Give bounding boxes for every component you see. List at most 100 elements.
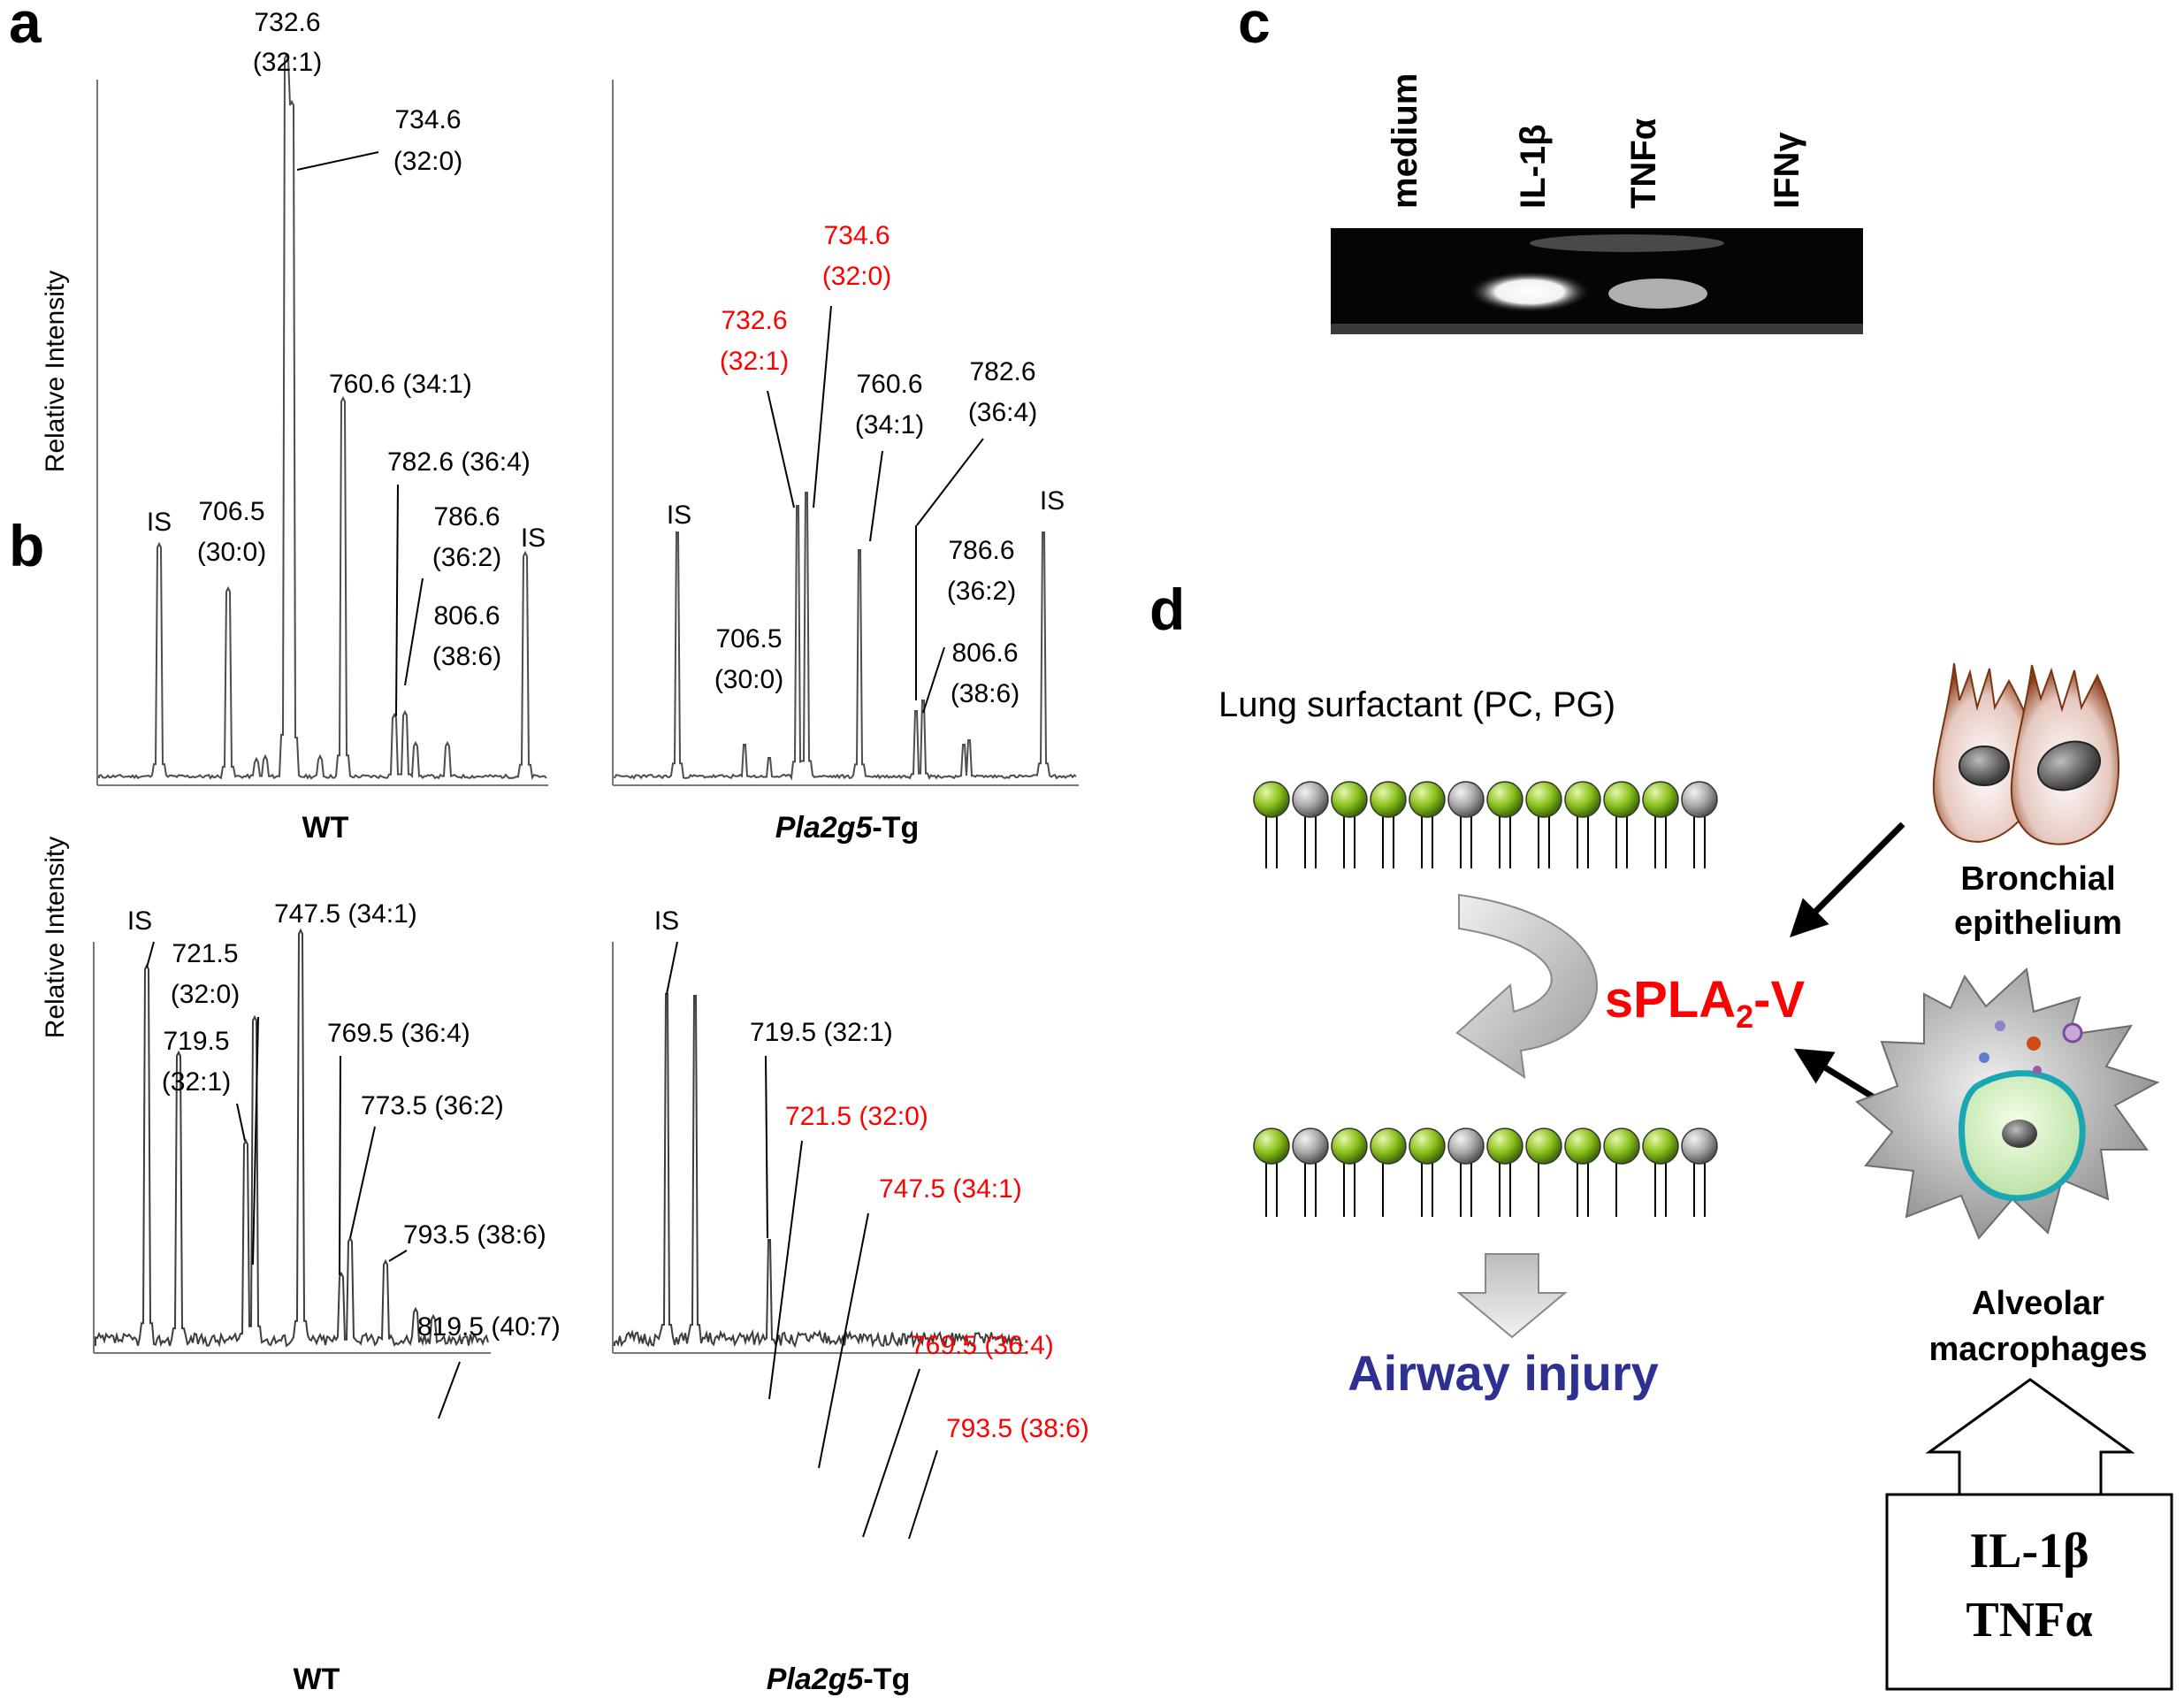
alveolar-macrophage-icon bbox=[1855, 967, 2160, 1240]
peak-label-732: 732.6 (32:1) bbox=[720, 306, 795, 508]
leader-line bbox=[765, 1055, 768, 1239]
leader-line bbox=[252, 1016, 259, 1265]
peak-label-is-1: IS bbox=[667, 501, 691, 530]
genotype-italic: Pla2g5 bbox=[767, 1663, 865, 1696]
curved-arrow-icon bbox=[1455, 893, 1599, 1080]
peak-label-782: 782.6 (36:4) bbox=[915, 357, 1037, 700]
peak-label-text: 793.5 (38:6) bbox=[946, 1414, 1089, 1443]
peak-label-text: 782.6 bbox=[969, 357, 1035, 386]
peak-label-text: (32:0) bbox=[171, 980, 240, 1009]
peak-label-text: 732.6 bbox=[254, 8, 320, 37]
peak-label-is-2: IS bbox=[521, 524, 546, 553]
peak-label-text: 793.5 (38:6) bbox=[403, 1220, 546, 1250]
peak-label-text: 769.5 (36:4) bbox=[911, 1331, 1054, 1360]
spectrum-trace-a-wt bbox=[98, 52, 547, 780]
peak-label-text: (38:6) bbox=[432, 642, 501, 671]
cell-label-bronchial: Bronchial bbox=[1960, 860, 2115, 898]
peak-label-text: 786.6 bbox=[433, 502, 500, 531]
stimuli-label-tnfa: TNFα bbox=[1966, 1593, 2092, 1648]
peak-label-text: 734.6 bbox=[394, 105, 461, 134]
panel-b: Relative Intensity IS 721.5 (32:0) 747.5… bbox=[41, 837, 1089, 1696]
peak-label-text: 819.5 (40:7) bbox=[417, 1312, 561, 1342]
peak-label-text: (30:0) bbox=[714, 665, 783, 694]
peak-label-text: 806.6 bbox=[951, 638, 1018, 668]
spectrum-trace-b-tg bbox=[614, 993, 1024, 1349]
peak-label-text: (32:1) bbox=[253, 48, 322, 77]
peak-label-text: 782.6 (36:4) bbox=[387, 447, 531, 477]
lipid-head-pc bbox=[1331, 781, 1368, 818]
lipid-head-pc bbox=[1370, 781, 1407, 818]
peak-label-786: 786.6 (36:2) bbox=[947, 536, 1016, 606]
granule-icon bbox=[2033, 1066, 2042, 1074]
stimuli-arrow-icon bbox=[1925, 1378, 2135, 1495]
peak-label-text: 721.5 (32:0) bbox=[785, 1102, 928, 1131]
lipid-head-pc bbox=[1603, 781, 1640, 818]
genotype-italic: Pla2g5 bbox=[775, 811, 874, 845]
lipid-head-pc bbox=[1525, 1128, 1562, 1165]
gel-smear bbox=[1530, 234, 1724, 252]
gel-lane-label: medium bbox=[1386, 73, 1424, 209]
leader-line bbox=[813, 305, 832, 508]
peak-label-769: 769.5 (36:4) bbox=[327, 1019, 470, 1276]
lipid-head-pc bbox=[1642, 781, 1679, 818]
panel-letter-d: d bbox=[1149, 577, 1185, 642]
peak-label-721: 721.5 (32:0) bbox=[171, 939, 259, 1265]
leader-line bbox=[916, 438, 984, 526]
lipid-head-pc bbox=[1642, 1128, 1679, 1165]
lipid-head-pg bbox=[1447, 1128, 1485, 1165]
genotype-suffix: -Tg bbox=[863, 1663, 910, 1696]
peak-label-text: 786.6 bbox=[948, 536, 1014, 565]
lipid-layer-intact bbox=[1253, 781, 1718, 868]
down-arrow-icon bbox=[1456, 1253, 1568, 1339]
spectrum-a-wt: IS 706.5 (30:0) 732.6 (32:1) 734.6 (32:0… bbox=[96, 8, 548, 845]
leader-line bbox=[768, 1140, 803, 1400]
lipid-layer-hydrolyzed bbox=[1253, 1128, 1718, 1217]
spectrum-b-tg: IS 719.5 (32:1) 721.5 (32:0) 747.5 (34:1… bbox=[612, 906, 1089, 1696]
peak-label-806: 806.6 (38:6) bbox=[432, 601, 501, 671]
lipid-head-pc bbox=[1253, 1128, 1290, 1165]
peak-label-819: 819.5 (40:7) bbox=[417, 1312, 561, 1419]
panel-letter-b: b bbox=[9, 513, 44, 578]
peak-label-text: 719.5 (32:1) bbox=[750, 1018, 893, 1047]
peak-label-is-2: IS bbox=[1040, 486, 1065, 516]
peak-label-text: 806.6 bbox=[433, 601, 500, 631]
granule-icon bbox=[2027, 1036, 2041, 1051]
lipid-head-pc bbox=[1486, 1128, 1523, 1165]
peak-label-text: 734.6 bbox=[823, 221, 890, 250]
granule-icon bbox=[1995, 1021, 2005, 1031]
peak-label-732: 732.6 (32:1) bbox=[253, 8, 322, 77]
lipid-head-pc bbox=[1564, 781, 1601, 818]
leader-line bbox=[296, 151, 379, 171]
genotype-label-b-wt: WT bbox=[294, 1663, 340, 1696]
peak-label-734: 734.6 (32:0) bbox=[296, 105, 462, 176]
peak-label-text: 747.5 (34:1) bbox=[879, 1174, 1022, 1204]
peak-label-806: 806.6 (38:6) bbox=[922, 638, 1019, 714]
enzyme-main: sPLA bbox=[1605, 971, 1736, 1028]
peak-label-text: 769.5 (36:4) bbox=[327, 1019, 470, 1048]
peak-label-text: (32:0) bbox=[822, 262, 891, 291]
spectrum-trace-a-tg bbox=[614, 492, 1077, 781]
lipid-head-pg bbox=[1292, 1128, 1329, 1165]
cell-label-alveolar: Alveolar bbox=[1972, 1285, 2104, 1322]
leader-line bbox=[395, 484, 399, 717]
peak-label-text: 706.5 bbox=[715, 624, 782, 654]
peak-label-747: 747.5 (34:1) bbox=[818, 1174, 1022, 1469]
peak-label-734: 734.6 (32:0) bbox=[813, 221, 891, 508]
panel-d: Lung surfactant (PC, PG) Airway injury s… bbox=[1218, 662, 2173, 1691]
lipid-head-pg bbox=[1447, 781, 1485, 818]
peak-label-706: 706.5 (30:0) bbox=[714, 624, 783, 694]
peak-label-769: 769.5 (36:4) bbox=[862, 1331, 1054, 1538]
peak-label-text: 760.6 (34:1) bbox=[329, 370, 472, 399]
y-axis-label-a: Relative Intensity bbox=[41, 271, 70, 472]
lipid-head-pc bbox=[1409, 1128, 1446, 1165]
enzyme-label: sPLA2-V bbox=[1605, 971, 1806, 1035]
peak-label-text: IS bbox=[667, 501, 691, 530]
peak-label-text: IS bbox=[654, 906, 679, 936]
peak-label-773: 773.5 (36:2) bbox=[349, 1091, 504, 1239]
leader-line bbox=[388, 1250, 408, 1262]
lipid-head-pc bbox=[1564, 1128, 1601, 1165]
peak-label-text: 732.6 bbox=[721, 306, 787, 335]
cell-nucleus-icon bbox=[2037, 740, 2101, 791]
granule-icon bbox=[1979, 1052, 1989, 1063]
